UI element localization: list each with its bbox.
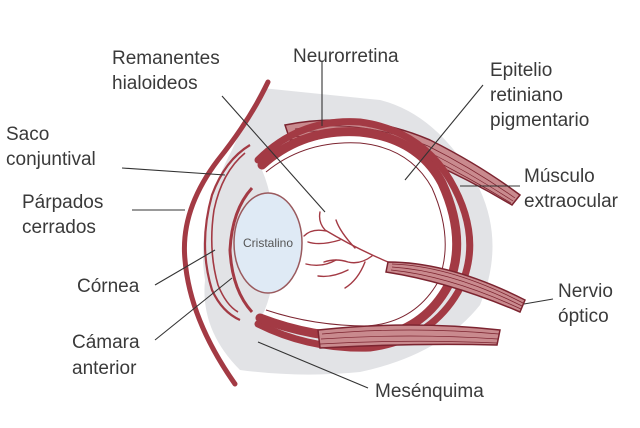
label-optic-1: Nervio xyxy=(558,281,613,302)
rpe-outer-wall xyxy=(254,118,474,352)
label-hyaloid-2: hialoideos xyxy=(112,73,198,94)
eyelid-inner-1 xyxy=(203,144,251,322)
label-neuroretina: Neurorretina xyxy=(293,46,399,67)
label-cornea: Córnea xyxy=(77,276,140,297)
eyelid-outer xyxy=(181,79,271,387)
label-chamber-2: anterior xyxy=(72,358,137,379)
label-muscle-1: Músculo xyxy=(524,166,595,187)
optic-nerve xyxy=(385,261,526,313)
label-lids-2: cerrados xyxy=(22,217,96,238)
leader-lines xyxy=(121,62,554,389)
leader-cornea xyxy=(154,249,216,286)
vitreous-chamber xyxy=(262,135,454,334)
leader-rpe xyxy=(404,84,484,181)
lower-muscle-fibers xyxy=(319,329,500,345)
label-sac-1: Saco xyxy=(6,124,49,145)
label-rpe-3: pigmentario xyxy=(490,110,589,131)
label-mesenchyme: Mesénquima xyxy=(375,381,484,402)
leader-hyaloid xyxy=(221,95,326,213)
lens-ellipse-icon xyxy=(233,192,303,294)
label-muscle-2: extraocular xyxy=(524,191,619,212)
lens-label: Cristalino xyxy=(243,236,293,250)
label-sac-2: conjuntival xyxy=(6,149,96,170)
label-rpe-2: retiniano xyxy=(490,85,563,106)
cornea-shape xyxy=(228,186,254,314)
hyaloid-remnants xyxy=(303,211,389,289)
neural-retina-inner-edge xyxy=(265,142,446,327)
label-lids-1: Párpados xyxy=(22,192,103,213)
leader-optic xyxy=(523,298,554,305)
label-optic-2: óptico xyxy=(558,306,609,327)
labels: Remanentes hialoideos Neurorretina Epite… xyxy=(6,46,619,402)
label-rpe-1: Epitelio xyxy=(490,60,552,81)
eyelid-inner-2 xyxy=(210,152,246,313)
leader-chamber xyxy=(154,277,233,341)
label-hyaloid-1: Remanentes xyxy=(112,48,220,69)
label-chamber-1: Cámara xyxy=(72,332,140,353)
leader-sac xyxy=(121,167,226,176)
extraocular-muscle-lower xyxy=(317,324,501,349)
leader-mesenchyme xyxy=(257,341,369,389)
